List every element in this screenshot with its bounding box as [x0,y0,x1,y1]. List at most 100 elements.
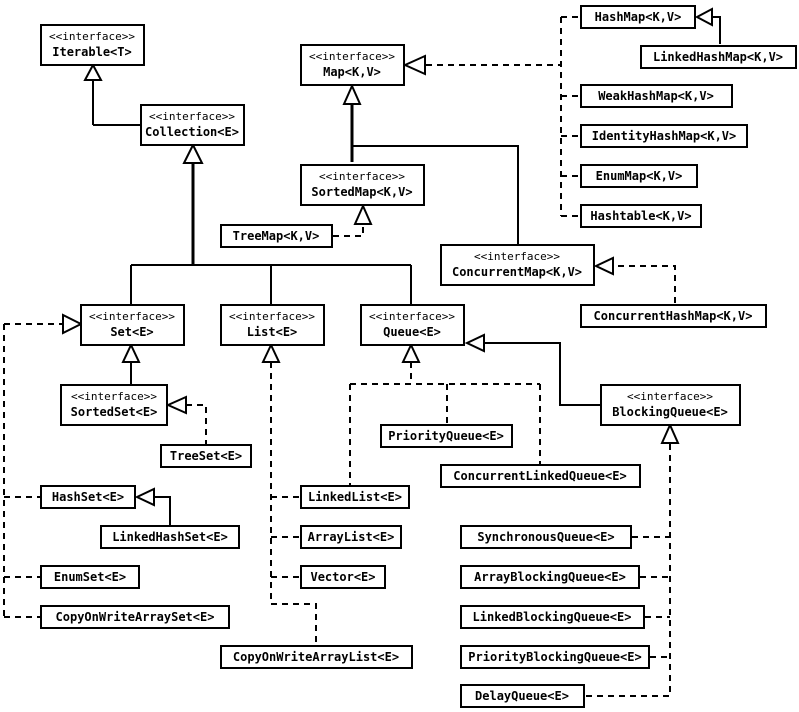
node-copyonwritearrayset[interactable]: CopyOnWriteArraySet<E> [40,605,230,629]
node-concurrentmap[interactable]: <<interface>> ConcurrentMap<K,V> [440,244,595,286]
node-set[interactable]: <<interface>> Set<E> [80,304,185,346]
node-map[interactable]: <<interface>> Map<K,V> [300,44,405,86]
arrow-head-concurrentmap [593,256,614,276]
concurrenthashmap-label: ConcurrentHashMap<K,V> [594,309,753,323]
arrow-heads [62,7,713,507]
enumset-label: EnumSet<E> [54,570,126,584]
node-blockingqueue[interactable]: <<interface>> BlockingQueue<E> [600,384,741,426]
priorityblockingqueue-label: PriorityBlockingQueue<E> [468,650,641,664]
node-arrayblockingqueue[interactable]: ArrayBlockingQueue<E> [460,565,640,589]
node-linkedblockingqueue[interactable]: LinkedBlockingQueue<E> [460,605,645,629]
queue-label: Queue<E> [383,325,441,339]
edge-blockingqueue-queue [484,342,600,406]
edge-list-implementations-bus [270,362,317,645]
arraylist-label: ArrayList<E> [308,530,395,544]
list-label: List<E> [247,325,298,339]
node-hashmap[interactable]: HashMap<K,V> [580,5,696,29]
hashset-label: HashSet<E> [52,490,124,504]
set-label: Set<E> [110,325,153,339]
hashmap-label: HashMap<K,V> [595,10,682,24]
weakhashmap-label: WeakHashMap<K,V> [598,89,714,103]
node-vector[interactable]: Vector<E> [300,565,386,589]
node-weakhashmap[interactable]: WeakHashMap<K,V> [580,84,733,108]
edge-linkedhashmap-hashmap [712,16,721,44]
arrow-head-map-impls [402,54,426,76]
svg-text:<<interface>>: <<interface>> [229,310,315,323]
collection-label: Collection<E> [145,125,239,139]
svg-text:<<interface>>: <<interface>> [89,310,175,323]
node-concurrentlinkedqueue[interactable]: ConcurrentLinkedQueue<E> [440,464,641,488]
node-hashset[interactable]: HashSet<E> [40,485,136,509]
linkedhashset-label: LinkedHashSet<E> [112,530,228,544]
linkedblockingqueue-label: LinkedBlockingQueue<E> [473,610,632,624]
edge-set-list-queue-bus [130,264,412,305]
arrow-head-set-from-sortedset [121,342,141,363]
arrow-head-list [261,342,281,363]
edge-blockingqueue-implementations-bus [586,444,671,697]
node-arraylist[interactable]: ArrayList<E> [300,525,402,549]
arrow-head-blockingqueue [660,422,680,444]
node-synchronousqueue[interactable]: SynchronousQueue<E> [460,525,632,549]
edge-map-implementations-bus [426,16,580,217]
treeset-label: TreeSet<E> [170,449,242,463]
concurrentlinkedqueue-label: ConcurrentLinkedQueue<E> [453,469,626,483]
node-identityhashmap[interactable]: IdentityHashMap<K,V> [580,124,748,148]
svg-text:<<interface>>: <<interface>> [474,250,560,263]
node-iterable[interactable]: <<interface>> Iterable<T> [40,24,145,66]
node-enummap[interactable]: EnumMap<K,V> [580,164,698,188]
node-sortedmap[interactable]: <<interface>> SortedMap<K,V> [300,164,425,206]
iterable-label: Iterable<T> [52,45,131,59]
linkedlist-label: LinkedList<E> [308,490,402,504]
synchronousqueue-label: SynchronousQueue<E> [477,530,614,544]
svg-text:<<interface>>: <<interface>> [49,30,135,43]
edge-treemap-sortedmap [333,226,364,237]
svg-text:<<interface>>: <<interface>> [149,110,235,123]
node-treemap[interactable]: TreeMap<K,V> [220,224,333,248]
identityhashmap-label: IdentityHashMap<K,V> [592,129,737,143]
edge-treeset-sortedset [186,404,207,445]
node-concurrenthashmap[interactable]: ConcurrentHashMap<K,V> [580,304,767,328]
svg-text:<<interface>>: <<interface>> [319,170,405,183]
copyonwritearraylist-label: CopyOnWriteArrayList<E> [233,650,399,664]
edge-concurrenthashmap-concurrentmap [607,265,676,305]
edge-concurrentmap-map [352,145,519,244]
node-priorityqueue[interactable]: PriorityQueue<E> [380,424,513,448]
arrow-head-queue-from-blockingqueue [464,333,485,353]
arrow-head-set [62,313,84,335]
connectors [3,16,721,697]
arrow-head-iterable [83,62,103,81]
node-linkedhashset[interactable]: LinkedHashSet<E> [100,525,240,549]
linkedhashmap-label: LinkedHashMap<K,V> [653,50,783,64]
node-linkedlist[interactable]: LinkedList<E> [300,485,410,509]
arrow-head-collection [182,142,204,164]
node-enumset[interactable]: EnumSet<E> [40,565,140,589]
arrow-head-map [342,83,362,105]
node-sortedset[interactable]: <<interface>> SortedSet<E> [60,384,168,426]
svg-text:<<interface>>: <<interface>> [309,50,395,63]
copyonwritearrayset-label: CopyOnWriteArraySet<E> [56,610,215,624]
svg-text:<<interface>>: <<interface>> [627,390,713,403]
node-linkedhashmap[interactable]: LinkedHashMap<K,V> [640,45,797,69]
node-collection[interactable]: <<interface>> Collection<E> [140,104,245,146]
arrow-head-hashmap [694,7,713,27]
concurrentmap-label: ConcurrentMap<K,V> [452,265,582,279]
node-delayqueue[interactable]: DelayQueue<E> [460,684,585,708]
node-queue[interactable]: <<interface>> Queue<E> [360,304,465,346]
enummap-label: EnumMap<K,V> [596,169,683,183]
map-label: Map<K,V> [323,65,381,79]
vector-label: Vector<E> [310,570,375,584]
node-copyonwritearraylist[interactable]: CopyOnWriteArrayList<E> [220,645,413,669]
blockingqueue-label: BlockingQueue<E> [612,405,728,419]
arrow-head-hashset [134,487,155,507]
sortedmap-label: SortedMap<K,V> [311,185,412,199]
edge-collection-iterable [92,78,141,126]
arrow-head-sortedset [165,395,187,415]
sortedset-label: SortedSet<E> [71,405,158,419]
node-list[interactable]: <<interface>> List<E> [220,304,325,346]
node-treeset[interactable]: TreeSet<E> [160,444,252,468]
node-priorityblockingqueue[interactable]: PriorityBlockingQueue<E> [460,645,650,669]
arrayblockingqueue-label: ArrayBlockingQueue<E> [474,570,626,584]
node-hashtable[interactable]: Hashtable<K,V> [580,204,702,228]
svg-text:<<interface>>: <<interface>> [71,390,157,403]
